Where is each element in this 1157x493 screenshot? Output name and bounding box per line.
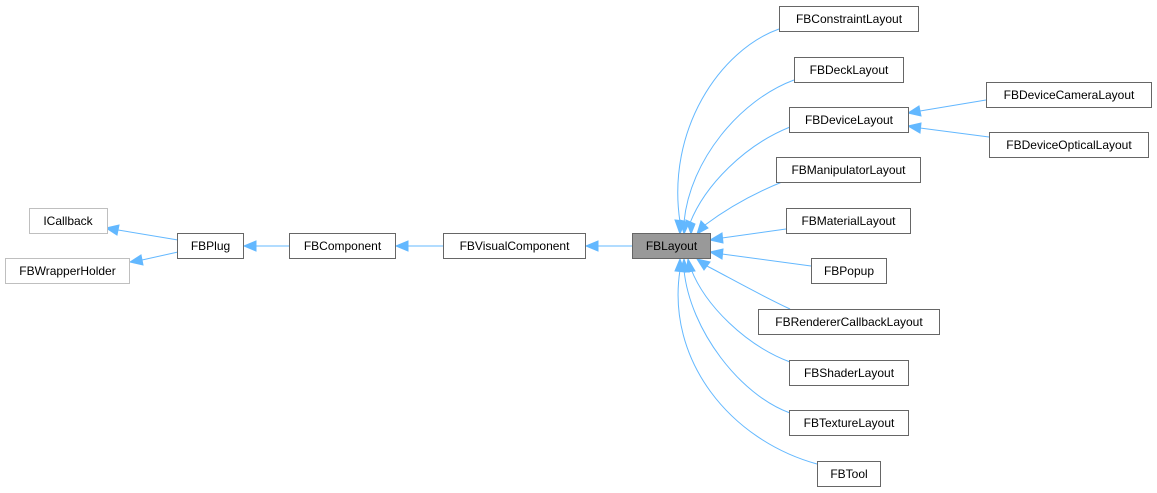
arrowhead-fbplug	[242, 240, 257, 252]
node-fblayout: FBLayout	[632, 233, 711, 259]
node-label-fbdevicecameralayout: FBDeviceCameraLayout	[1004, 88, 1135, 102]
node-label-fbdevicelayout: FBDeviceLayout	[805, 113, 894, 127]
node-label-fbwrapperholder: FBWrapperHolder	[19, 264, 115, 278]
edge-fbtool-fblayout	[677, 269, 818, 465]
arrowhead-fbdevicelayout-2	[906, 122, 922, 134]
node-label-fbshaderlayout: FBShaderLayout	[804, 366, 895, 380]
node-label-fbplug: FBPlug	[191, 239, 230, 253]
node-label-fbtexturelayout: FBTextureLayout	[804, 416, 895, 430]
edges	[104, 28, 990, 465]
node-fbpopup[interactable]: FBPopup	[811, 258, 887, 284]
arrowhead-icallback	[104, 224, 120, 236]
edge-fbconstraintlayout-fblayout	[677, 28, 780, 223]
edge-fbshaderlayout-fblayout	[690, 268, 791, 363]
arrowhead-fblayout-10	[674, 257, 686, 273]
node-label-fbconstraintlayout: FBConstraintLayout	[796, 12, 903, 26]
node-fbconstraintlayout[interactable]: FBConstraintLayout	[779, 6, 919, 32]
edge-fbdeviceopticallayout-fbdevicelayout	[919, 127, 990, 138]
node-fbdeviceopticallayout[interactable]: FBDeviceOpticalLayout	[989, 132, 1149, 158]
arrowhead-fblayout-6	[708, 248, 724, 260]
node-label-fbdecklayout: FBDeckLayout	[810, 63, 889, 77]
node-fbrenderercallbacklayout[interactable]: FBRendererCallbackLayout	[758, 309, 940, 335]
edge-fbmanipulatorlayout-fblayout	[704, 181, 783, 226]
edge-fbtexturelayout-fblayout	[683, 269, 791, 414]
arrowhead-fbdevicelayout-1	[906, 105, 922, 117]
node-label-fbvisualcomponent: FBVisualComponent	[460, 239, 571, 253]
node-label-fbpopup: FBPopup	[824, 264, 874, 278]
edge-fbplug-icallback	[117, 229, 179, 241]
node-fbdevicecameralayout[interactable]: FBDeviceCameraLayout	[986, 82, 1152, 108]
arrowhead-fblayout-5	[708, 232, 724, 244]
node-fbtool[interactable]: FBTool	[817, 461, 881, 487]
arrowhead-fblayout-4	[696, 220, 709, 236]
node-fbwrapperholder: FBWrapperHolder	[5, 258, 130, 284]
arrowhead-fbwrapperholder	[128, 254, 144, 266]
edge-fbrenderercallbacklayout-fblayout	[706, 265, 791, 310]
node-fbmateriallayout[interactable]: FBMaterialLayout	[786, 208, 911, 234]
edge-fbdecklayout-fblayout	[683, 79, 795, 223]
node-fbplug[interactable]: FBPlug	[177, 233, 244, 259]
edge-fbdevicecameralayout-fbdevicelayout	[919, 99, 987, 112]
node-fbmanipulatorlayout[interactable]: FBManipulatorLayout	[776, 157, 921, 183]
node-fbdevicelayout[interactable]: FBDeviceLayout	[789, 107, 909, 133]
arrowhead-fbvisualcomponent	[584, 240, 599, 252]
node-label-fbdeviceopticallayout: FBDeviceOpticalLayout	[1006, 138, 1132, 152]
node-fbvisualcomponent[interactable]: FBVisualComponent	[443, 233, 586, 259]
edge-fbplug-fbwrapperholder	[141, 251, 179, 261]
node-fbtexturelayout[interactable]: FBTextureLayout	[789, 410, 909, 436]
node-label-fbmanipulatorlayout: FBManipulatorLayout	[791, 163, 906, 177]
node-label-fblayout: FBLayout	[646, 239, 698, 253]
node-label-fbtool: FBTool	[830, 467, 867, 481]
arrowhead-fblayout-3	[685, 219, 696, 236]
node-label-icallback: ICallback	[43, 214, 93, 228]
arrowhead-fblayout-7	[695, 258, 711, 271]
edge-fbmateriallayout-fblayout	[721, 228, 787, 239]
node-icallback: ICallback	[29, 208, 108, 234]
node-fbdecklayout[interactable]: FBDeckLayout	[794, 57, 904, 83]
node-fbshaderlayout[interactable]: FBShaderLayout	[789, 360, 909, 386]
edge-fbpopup-fblayout	[721, 253, 812, 267]
edge-fbdevicelayout-fblayout	[689, 126, 791, 224]
node-label-fbcomponent: FBComponent	[304, 239, 382, 253]
arrowhead-fbcomponent	[394, 240, 409, 252]
node-fbcomponent[interactable]: FBComponent	[289, 233, 396, 259]
node-label-fbrenderercallbacklayout: FBRendererCallbackLayout	[775, 315, 923, 329]
node-label-fbmateriallayout: FBMaterialLayout	[801, 214, 896, 228]
